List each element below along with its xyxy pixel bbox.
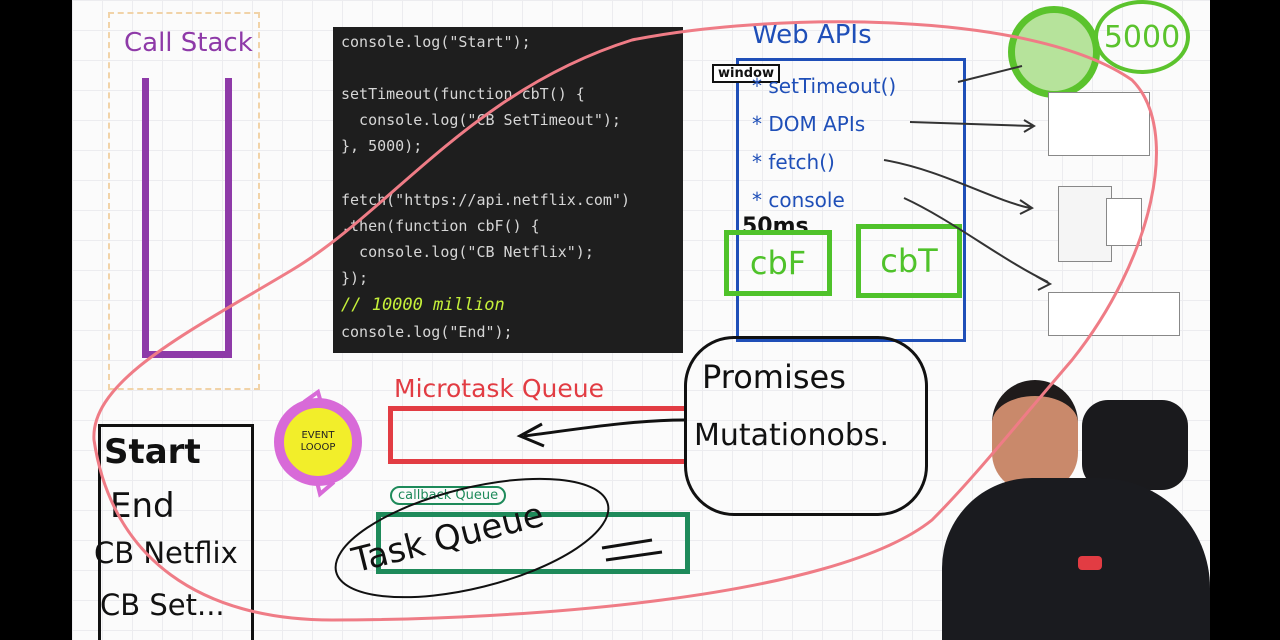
dom-thumbnail-2	[1106, 198, 1142, 246]
call-stack-title: Call Stack	[124, 28, 253, 58]
web-api-item-dom: * DOM APIs	[752, 112, 866, 136]
event-loop-icon: EVENT LOOOP	[274, 398, 362, 486]
event-loop-line2: LOOOP	[300, 442, 336, 453]
presenter-head	[992, 380, 1078, 492]
shirt-logo-icon	[1078, 556, 1102, 570]
code-editor: console.log("Start"); setTimeout(functio…	[333, 27, 683, 353]
cbt-label: cbT	[880, 242, 938, 280]
microtask-queue-box	[388, 406, 684, 464]
console-output-line-1: Start	[104, 432, 201, 472]
code-line-10: });	[341, 269, 369, 287]
code-line-5: }, 5000);	[341, 137, 423, 155]
event-loop-line1: EVENT	[301, 430, 335, 441]
code-line-9: console.log("CB Netflix");	[341, 243, 594, 261]
code-annotation: // 10000 million	[341, 295, 505, 315]
cbf-label: cbF	[749, 244, 807, 282]
code-line-12: console.log("End");	[341, 323, 513, 341]
console-thumbnail	[1048, 292, 1180, 336]
microtask-queue-title: Microtask Queue	[394, 374, 604, 403]
cbt-box: cbT	[856, 224, 962, 298]
timer-value: 5000	[1103, 19, 1181, 55]
web-api-item-settimeout: * setTimeout()	[752, 74, 897, 98]
console-output-line-3: CB Netflix	[94, 536, 238, 570]
web-api-item-fetch: * fetch()	[752, 150, 835, 174]
dom-thumbnail	[1058, 186, 1112, 262]
call-stack-container	[142, 78, 232, 358]
presenter-video	[938, 360, 1210, 640]
code-line-4: console.log("CB SetTimeout");	[341, 111, 621, 129]
whiteboard: Call Stack console.log("Start"); setTime…	[72, 0, 1210, 640]
cbf-box: cbF	[724, 230, 832, 296]
microtask-note-mutation: Mutationobs.	[694, 418, 890, 453]
web-api-item-console: * console	[752, 188, 845, 212]
timer-value-bubble: 5000	[1094, 0, 1190, 74]
microtask-note-promises: Promises	[702, 358, 846, 396]
web-apis-title: Web APIs	[752, 20, 872, 50]
console-output-line-4: CB Set...	[100, 588, 225, 622]
code-line-3: setTimeout(function cbT() {	[341, 85, 585, 103]
console-output-line-2: End	[110, 486, 175, 526]
callback-queue-label: callback Queue	[390, 486, 507, 505]
timer-icon	[1008, 6, 1100, 98]
presenter-body	[942, 478, 1210, 640]
code-line-8: .then(function cbF() {	[341, 217, 540, 235]
chair-back	[1082, 400, 1188, 490]
code-line-1: console.log("Start");	[341, 33, 531, 51]
code-line-7: fetch("https://api.netflix.com")	[341, 191, 630, 209]
settimeout-thumbnail	[1048, 92, 1150, 156]
